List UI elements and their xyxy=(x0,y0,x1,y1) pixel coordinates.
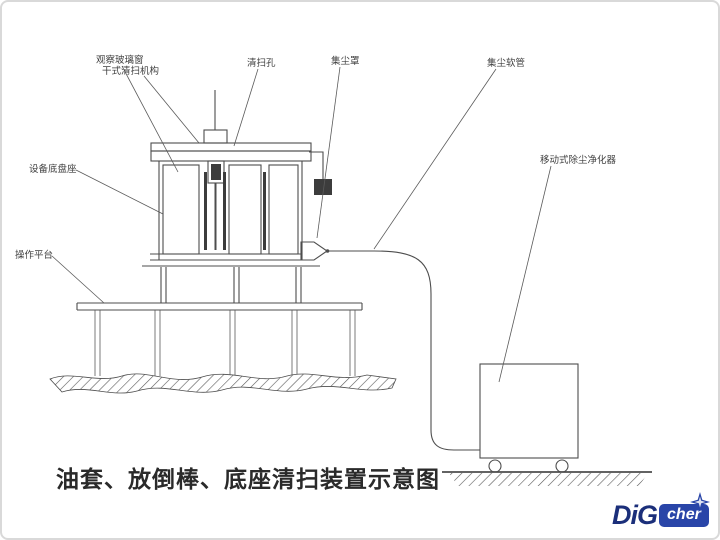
part-label-dust-hose: 集尘软管 xyxy=(487,57,525,69)
beam-top-plate xyxy=(150,142,312,152)
dust-purifier xyxy=(442,363,652,486)
side-unit-link xyxy=(309,151,324,179)
part-label-cleaning-hole: 清扫孔 xyxy=(247,57,276,69)
part-label-platform: 操作平台 xyxy=(15,249,53,261)
nozzle-tip xyxy=(325,249,330,253)
dust-hose xyxy=(328,250,480,451)
beam-lower-plate xyxy=(150,150,312,162)
leader-line xyxy=(121,65,179,173)
ground-hatch-left xyxy=(49,373,397,394)
brand-logo: DiG cher xyxy=(612,492,710,530)
cleaning-machine xyxy=(142,90,332,267)
tilt-rod-2 xyxy=(223,172,226,250)
purifier-wheel-right xyxy=(555,459,569,473)
top-clamp xyxy=(203,129,228,144)
sparkle-icon xyxy=(690,492,710,512)
sleeve-column-left xyxy=(162,164,200,255)
sleeve-column-right xyxy=(268,164,299,255)
operation-platform xyxy=(49,267,397,394)
leader-line xyxy=(75,169,164,215)
logo-dig-text: DiG xyxy=(612,500,658,530)
part-label-dry-cleaner: 干式清扫机构 xyxy=(102,65,159,77)
leader-lines xyxy=(51,65,552,383)
logo-cher-chip: cher xyxy=(659,504,709,527)
ground-hatch-right xyxy=(449,473,648,486)
leader-line xyxy=(51,255,105,304)
diagram-title: 油套、放倒棒、底座清扫装置示意图 xyxy=(56,466,440,492)
tilt-rod-3 xyxy=(263,172,266,250)
tilt-rod-1 xyxy=(204,172,207,250)
purifier-wheel-left xyxy=(488,459,502,473)
leader-line xyxy=(498,165,552,383)
side-unit-box xyxy=(314,179,332,195)
dust-purifier-box xyxy=(479,363,579,459)
part-label-mobile-purifier: 移动式除尘净化器 xyxy=(540,154,617,166)
leader-line xyxy=(316,66,341,239)
part-label-dust-hood: 集尘罩 xyxy=(331,55,360,67)
part-label-chassis-base: 设备底盘座 xyxy=(29,163,77,175)
leader-line xyxy=(143,75,200,144)
part-labels: 观察玻璃窗 干式清扫机构 清扫孔 集尘罩 集尘软管 移动式除尘净化器 设备底盘座… xyxy=(15,54,617,261)
leader-line xyxy=(373,68,497,250)
dust-hood-nozzle xyxy=(300,241,328,261)
leader-line xyxy=(233,68,259,147)
part-label-glass-window: 观察玻璃窗 xyxy=(96,54,144,66)
cleaning-head-core xyxy=(211,164,221,180)
sleeve-column-middle xyxy=(228,164,262,255)
